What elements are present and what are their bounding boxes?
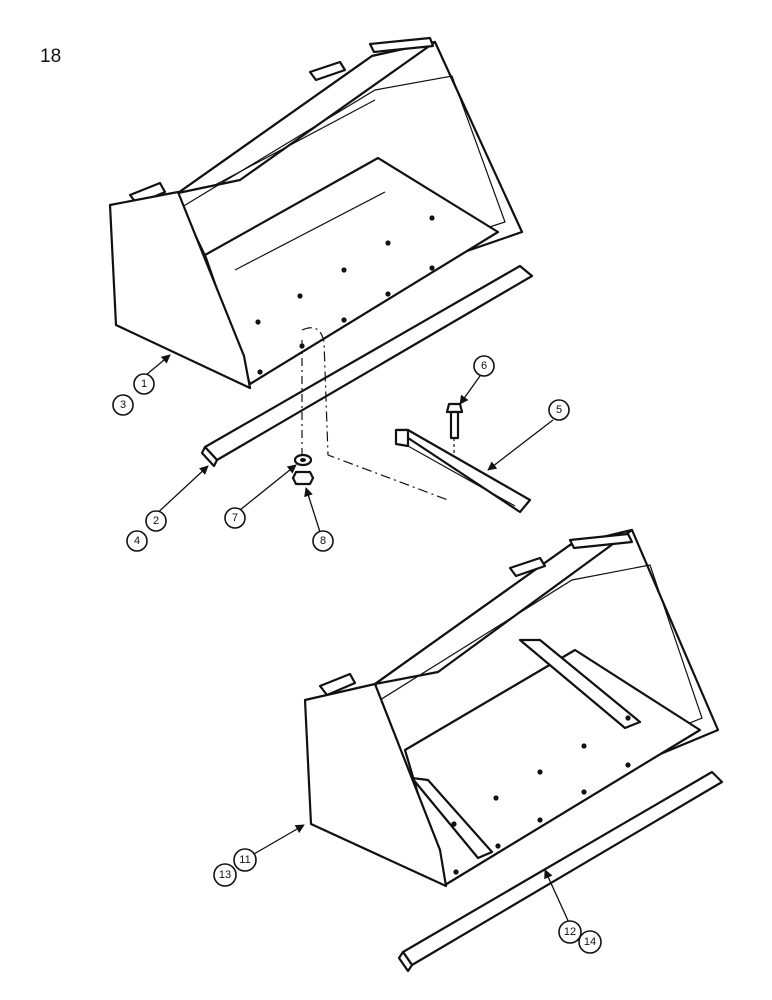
svg-text:14: 14	[584, 936, 596, 948]
callout-5: 5	[548, 399, 570, 421]
callout-4: 4	[126, 530, 148, 552]
callout-6: 6	[473, 355, 495, 377]
callout-2: 2	[145, 510, 167, 532]
callout-11: 11	[233, 848, 257, 872]
upper-bucket	[108, 36, 524, 390]
svg-text:6: 6	[481, 360, 487, 372]
svg-text:11: 11	[239, 854, 250, 866]
callout-1: 1	[133, 373, 155, 395]
leader-lines	[139, 354, 571, 926]
callout-13: 13	[213, 863, 237, 887]
callout-12: 12	[558, 920, 582, 944]
svg-text:12: 12	[564, 926, 576, 938]
page-number: 18	[40, 46, 62, 67]
callout-3: 3	[112, 394, 134, 416]
callout-7: 7	[224, 507, 246, 529]
lower-bucket	[303, 528, 720, 888]
upper-bolt-holes	[255, 215, 435, 375]
lower-cutting-edge	[397, 770, 724, 973]
svg-text:7: 7	[232, 512, 238, 524]
hardware	[291, 327, 532, 514]
svg-text:3: 3	[120, 399, 126, 411]
svg-text:2: 2	[153, 515, 159, 527]
svg-text:8: 8	[320, 535, 326, 547]
svg-text:4: 4	[134, 535, 140, 547]
lower-bolt-holes	[451, 715, 631, 875]
svg-text:1: 1	[141, 378, 147, 390]
svg-text:5: 5	[556, 404, 562, 416]
callout-8: 8	[312, 530, 334, 552]
svg-text:13: 13	[219, 869, 231, 881]
upper-cutting-edge	[200, 264, 534, 468]
callout-14: 14	[578, 930, 602, 954]
